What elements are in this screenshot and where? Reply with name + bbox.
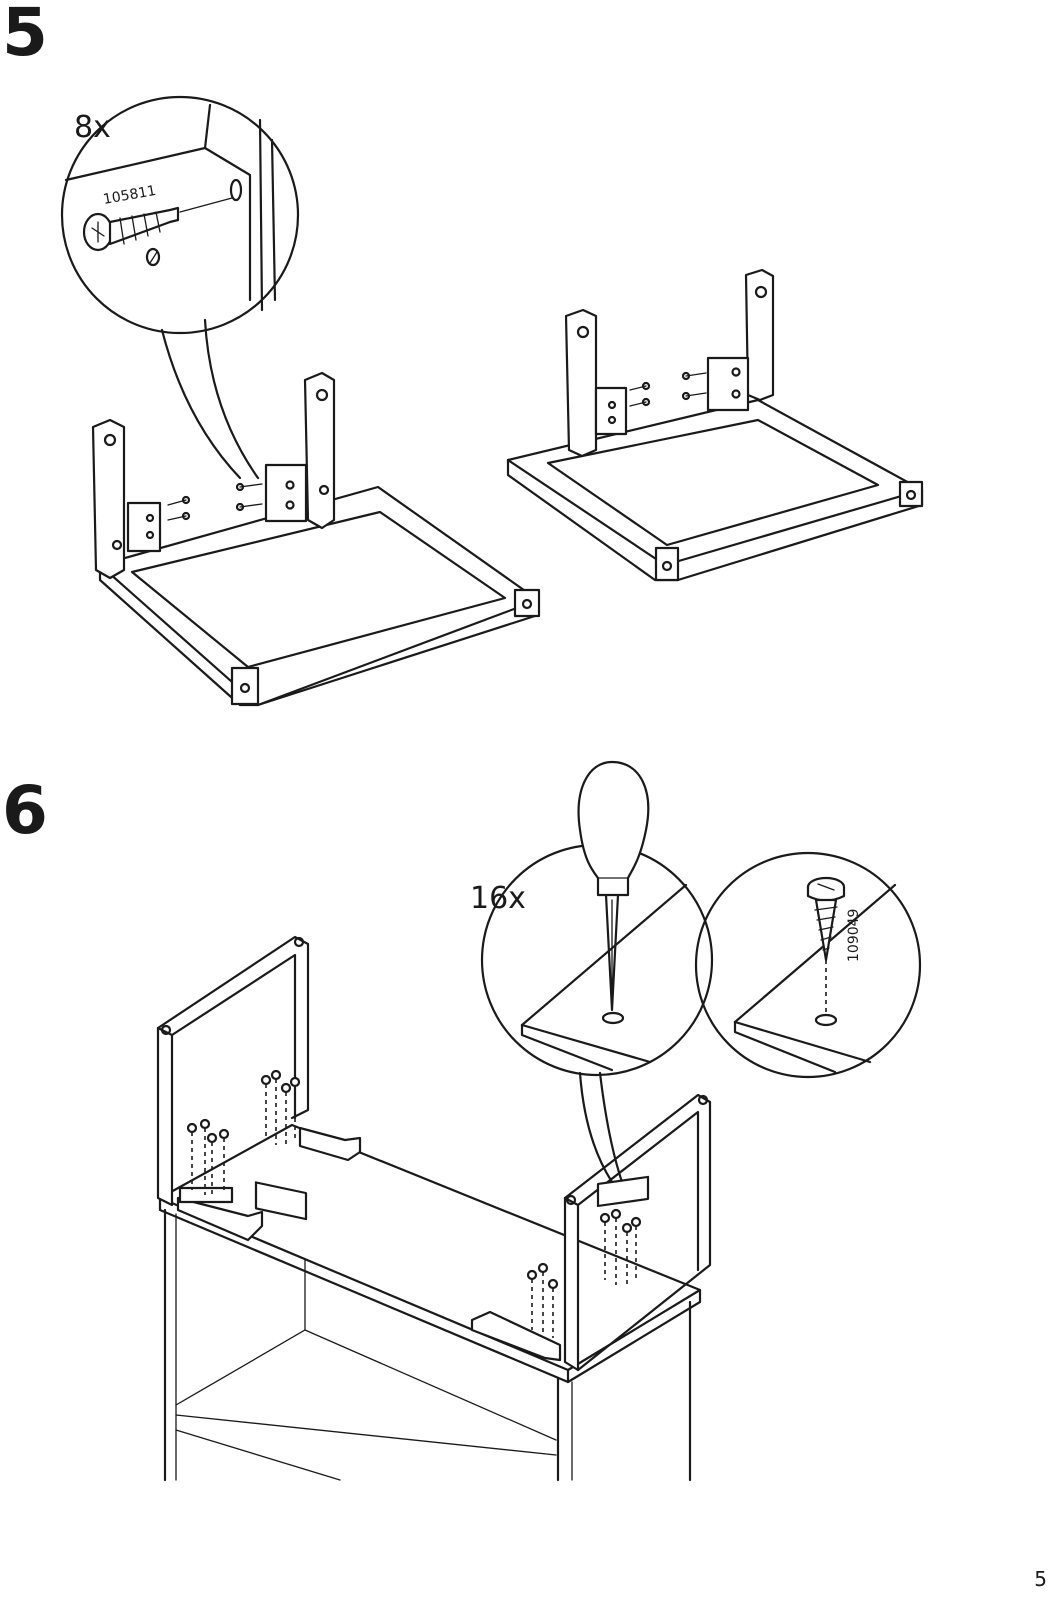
screw-icon bbox=[808, 878, 844, 960]
corner-bracket-icon bbox=[708, 358, 748, 410]
part-code-109049: 109049 bbox=[846, 909, 862, 962]
screw-icon bbox=[528, 1210, 640, 1338]
step-5-detail-callout: 105811 bbox=[62, 97, 298, 478]
corner-bracket-icon bbox=[598, 1177, 648, 1206]
screw-icon bbox=[168, 484, 262, 520]
step-6-screw-callout: 109049 bbox=[696, 853, 920, 1077]
awl-icon bbox=[579, 762, 649, 1010]
step-6-frame-left bbox=[158, 937, 360, 1240]
step-5-frame-right bbox=[508, 270, 922, 580]
corner-bracket-icon bbox=[180, 1188, 232, 1202]
step-5-frame-left bbox=[93, 373, 539, 705]
screw-icon bbox=[188, 1071, 299, 1198]
corner-bracket-icon bbox=[256, 1182, 306, 1219]
corner-bracket-icon bbox=[266, 465, 306, 521]
part-code-105811: 105811 bbox=[102, 183, 157, 208]
step-6-awl-callout bbox=[482, 762, 712, 1182]
corner-bracket-icon bbox=[128, 503, 160, 551]
step-6-cabinet bbox=[160, 1125, 700, 1480]
corner-bracket-icon bbox=[596, 388, 626, 434]
screw-icon bbox=[630, 373, 706, 406]
